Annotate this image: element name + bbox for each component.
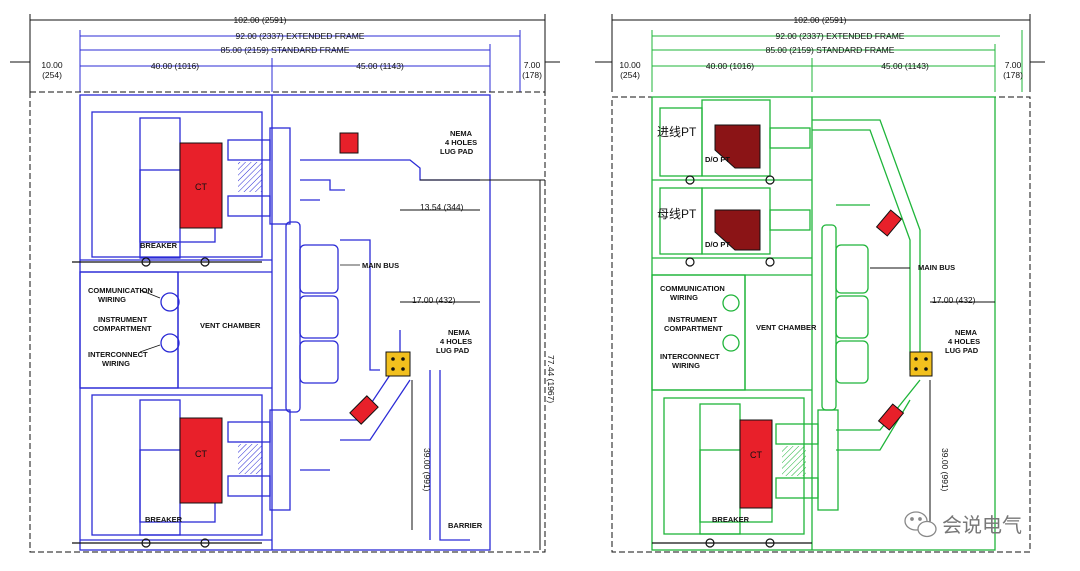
- nema-right-l1: NEMA: [955, 328, 978, 337]
- nema-upper-l3: LUG PAD: [440, 147, 474, 156]
- left-right-dims: [400, 179, 545, 550]
- dim-right-ext-mm-left: (178): [522, 70, 542, 80]
- right-side-dims: [870, 267, 995, 530]
- barrier-label: BARRIER: [448, 521, 483, 530]
- left-wheels: [72, 257, 262, 548]
- nema-upper-l2: 4 HOLES: [445, 138, 477, 147]
- right-drawing: 102.00 (2591) 92.00 (2337) EXTENDED FRAM…: [595, 14, 1045, 553]
- vent-chamber-right: VENT CHAMBER: [756, 323, 817, 332]
- instr-l2-left: COMPARTMENT: [93, 324, 152, 333]
- inter-l1-left: INTERCONNECT: [88, 350, 148, 359]
- right-frame-dim-lines: [651, 30, 1023, 92]
- dim-overall-left: 102.00 (2591): [234, 15, 287, 25]
- do-pt-upper: D/O PT: [705, 155, 730, 164]
- left-ct-upper: [179, 142, 223, 229]
- dim-standard-left: 85.00 (2159) STANDARD FRAME: [221, 45, 350, 55]
- dim-left-ext-right: 10.00: [619, 60, 641, 70]
- left-hatch-lower: [238, 444, 262, 474]
- dim-left-ext-mm-right: (254): [620, 70, 640, 80]
- breaker-label-lower-left: BREAKER: [145, 515, 183, 524]
- dim-lug-lower-right: 17.00 (432): [932, 295, 976, 305]
- incoming-pt-label: 进线PT: [657, 125, 697, 139]
- dim-lug-height-left: 39.00 (991): [422, 448, 432, 492]
- nema-lower-l1: NEMA: [448, 328, 471, 337]
- left-drawing: 102.00 (2591) 92.00 (2337) EXTENDED FRAM…: [10, 14, 560, 553]
- right-pt-lower: [714, 209, 761, 251]
- comm-wiring-l2-left: WIRING: [98, 295, 126, 304]
- left-top-coil: [339, 132, 359, 154]
- nema-upper-l1: NEMA: [450, 129, 473, 138]
- ct-label-lower: CT: [195, 449, 207, 459]
- main-bus-label-right: MAIN BUS: [918, 263, 955, 272]
- watermark: 会说电气: [904, 511, 1022, 538]
- ct-label-right: CT: [750, 450, 762, 460]
- nema-lower-l2: 4 HOLES: [440, 337, 472, 346]
- nema-right-l3: LUG PAD: [945, 346, 979, 355]
- dim-left-section-right: 40.00 (1016): [706, 61, 754, 71]
- comm-wiring-l2-right: WIRING: [670, 293, 698, 302]
- right-pt-upper: [714, 124, 761, 169]
- left-main-frame: [79, 94, 491, 551]
- watermark-text: 会说电气: [942, 514, 1022, 537]
- dim-lug-height-right: 39.00 (991): [940, 448, 950, 492]
- do-pt-lower: D/O PT: [705, 240, 730, 249]
- right-coil-lower: [877, 403, 905, 431]
- dim-left-ext-mm-left: (254): [42, 70, 62, 80]
- right-coil-upper: [875, 209, 903, 237]
- right-dimension-lines: [595, 14, 1045, 92]
- right-hatch-lower: [782, 446, 806, 476]
- inter-l2-left: WIRING: [102, 359, 130, 368]
- dim-right-section-right: 45.00 (1143): [881, 61, 929, 71]
- main-bus-label-left: MAIN BUS: [362, 261, 399, 270]
- left-hatch-upper: [238, 162, 262, 192]
- left-diagonal-coil: [349, 395, 379, 425]
- instr-l2-right: COMPARTMENT: [664, 324, 723, 333]
- dim-right-ext-left: 7.00: [524, 60, 541, 70]
- right-wheels: [652, 175, 812, 548]
- bus-pt-label: 母线PT: [657, 207, 697, 221]
- dim-right-ext-right: 7.00: [1005, 60, 1022, 70]
- dim-overall-right: 102.00 (2591): [794, 15, 847, 25]
- breaker-label-right: BREAKER: [712, 515, 750, 524]
- dim-height-left: 77.44 (1967): [546, 355, 556, 403]
- nema-right-l2: 4 HOLES: [948, 337, 980, 346]
- dim-extended-right: 92.00 (2337) EXTENDED FRAME: [776, 31, 905, 41]
- instr-l1-left: INSTRUMENT: [98, 315, 148, 324]
- dim-left-section-left: 40.00 (1016): [151, 61, 199, 71]
- left-dimension-lines: [10, 14, 560, 92]
- dim-lug-upper-left: 13.54 (344): [420, 202, 464, 212]
- dim-standard-right: 85.00 (2159) STANDARD FRAME: [766, 45, 895, 55]
- left-outer-enclosure: [29, 91, 546, 553]
- instr-l1-right: INSTRUMENT: [668, 315, 718, 324]
- inter-l1-right: INTERCONNECT: [660, 352, 720, 361]
- left-ct-lower: [179, 417, 223, 504]
- wechat-icon: [904, 511, 937, 538]
- vent-chamber-left: VENT CHAMBER: [200, 321, 261, 330]
- ct-label-upper: CT: [195, 182, 207, 192]
- dim-right-section-left: 45.00 (1143): [356, 61, 404, 71]
- left-frame-dim-lines: [79, 30, 521, 92]
- dim-left-ext-left: 10.00: [41, 60, 63, 70]
- dim-right-ext-mm-right: (178): [1003, 70, 1023, 80]
- right-lug-pad: [909, 351, 933, 377]
- breaker-label-upper-left: BREAKER: [140, 241, 178, 250]
- right-ct-lower: [739, 419, 773, 509]
- nema-lower-l3: LUG PAD: [436, 346, 470, 355]
- comm-wiring-l1-left: COMMUNICATION: [88, 286, 153, 295]
- dim-lug-lower-left: 17.00 (432): [412, 295, 456, 305]
- left-lug-pad: [385, 351, 411, 377]
- inter-l2-right: WIRING: [672, 361, 700, 370]
- comm-wiring-l1-right: COMMUNICATION: [660, 284, 725, 293]
- dim-extended-left: 92.00 (2337) EXTENDED FRAME: [236, 31, 365, 41]
